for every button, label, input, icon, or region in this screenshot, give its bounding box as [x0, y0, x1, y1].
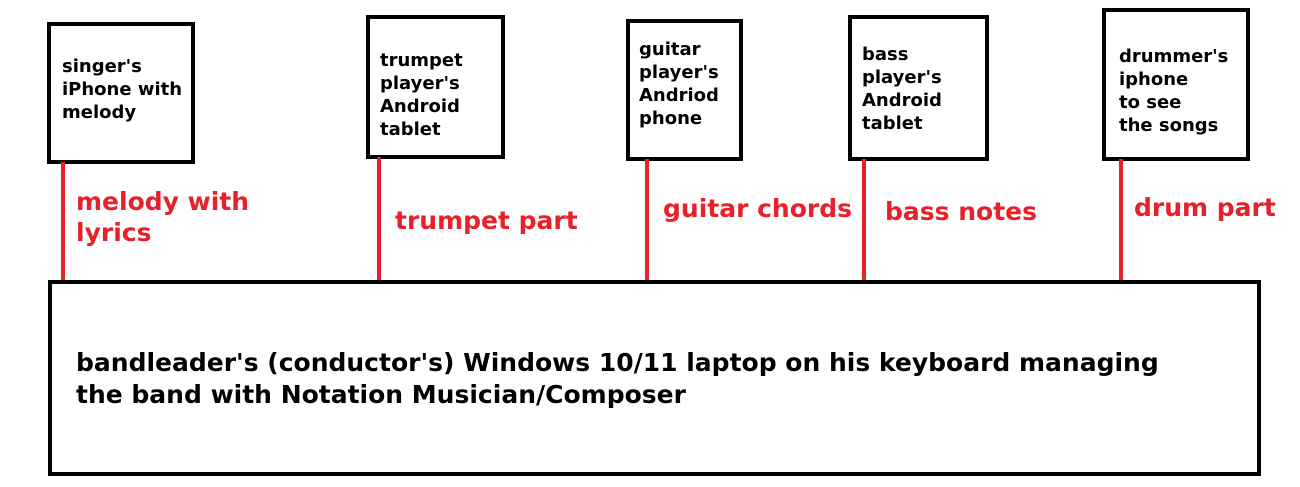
bandleader-laptop-label: bandleader's (conductor's) Windows 10/11…	[76, 348, 1159, 409]
trumpet-device-label: trumpet player's Android tablet	[380, 50, 463, 140]
guitar-device-label: guitar player's Andriod phone	[639, 39, 719, 129]
connection-label-guitar: guitar chords	[663, 194, 853, 223]
singer-device-label: singer's iPhone with melody	[62, 56, 183, 123]
connection-line-singer	[61, 162, 65, 283]
singer-device-box: singer's iPhone with melody	[47, 22, 195, 164]
bass-device-label: bass player's Android tablet	[862, 44, 942, 134]
bandleader-laptop-box	[48, 280, 1261, 476]
trumpet-device-box: trumpet player's Android tablet	[366, 15, 505, 159]
connection-label-drummer: drum part	[1134, 193, 1276, 222]
guitar-device-box: guitar player's Andriod phone	[626, 19, 743, 161]
drummer-device-box: drummer's iphone to see the songs	[1102, 8, 1250, 161]
connection-label-bass: bass notes	[885, 197, 1037, 226]
drummer-device-label: drummer's iphone to see the songs	[1119, 46, 1229, 136]
connection-line-bass	[862, 159, 866, 283]
connection-line-guitar	[645, 159, 649, 283]
bass-device-box: bass player's Android tablet	[848, 15, 989, 161]
connection-line-trumpet	[377, 157, 381, 283]
connection-label-trumpet: trumpet part	[395, 206, 578, 235]
connection-label-singer: melody with lyrics	[76, 187, 250, 247]
connection-line-drummer	[1119, 159, 1123, 283]
